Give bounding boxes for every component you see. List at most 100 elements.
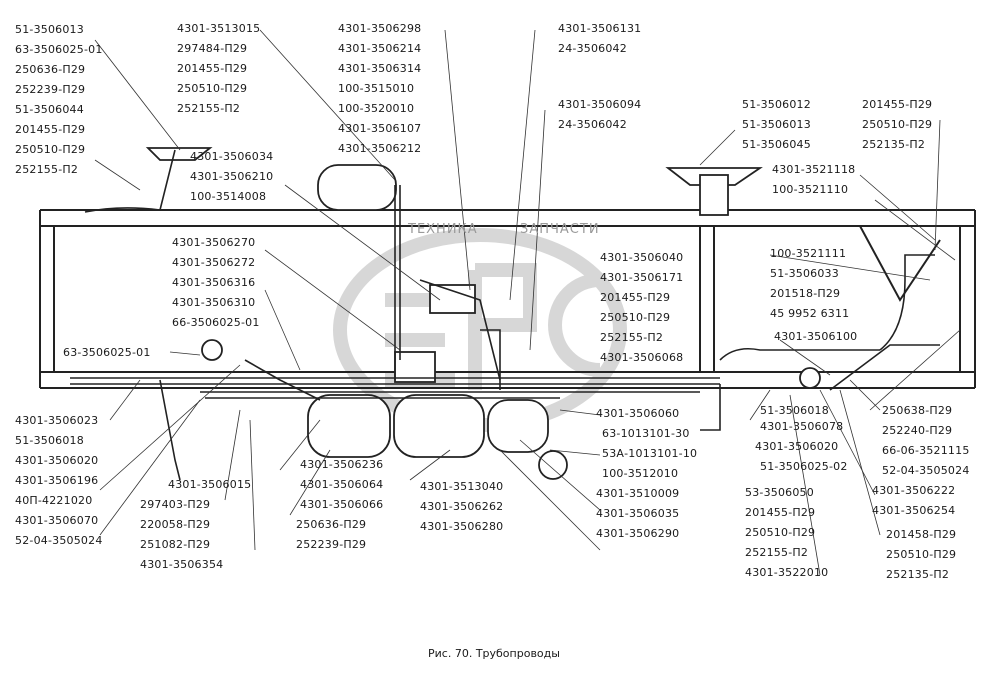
part-label: 51-3506033 <box>770 267 839 280</box>
part-label: 4301-3506023 <box>15 414 99 427</box>
part-label: 252240-П29 <box>882 424 953 437</box>
figure-caption: Рис. 70. Трубопроводы <box>428 647 560 660</box>
part-label: 4301-3506107 <box>338 122 422 135</box>
front-chamber <box>201 339 223 361</box>
part-label: 4301-3506236 <box>300 458 384 471</box>
part-label: 51-3506013 <box>15 23 84 36</box>
part-label: 24-3506042 <box>558 118 627 131</box>
part-label: 24-3506042 <box>558 42 627 55</box>
part-label: 4301-3506068 <box>600 351 684 364</box>
part-label: 201455-П29 <box>862 98 933 111</box>
part-label: 252155-П2 <box>177 102 241 115</box>
part-label: 297403-П29 <box>140 498 211 511</box>
label-group-center-right: 4301-3506040 4301-3506171 201455-П29 250… <box>600 251 683 364</box>
label-group-right-bottom-a: 51-3506018 4301-3506078 4301-3506020 51-… <box>755 404 848 473</box>
label-group-mid-left-upper: 4301-3506034 4301-3506210 100-3514008 <box>190 150 273 203</box>
part-label: 53А-1013101-10 <box>602 447 698 460</box>
air-receiver-2 <box>393 394 485 458</box>
part-label: 201458-П29 <box>886 528 957 541</box>
part-label: 252135-П2 <box>862 138 926 151</box>
part-label: 4301-3506066 <box>300 498 384 511</box>
part-label: 63-3506025-01 <box>15 43 103 56</box>
part-label: 100-3512010 <box>602 467 679 480</box>
part-label: 250510-П29 <box>15 143 86 156</box>
part-label: 4301-3506212 <box>338 142 422 155</box>
part-label: 51-3506012 <box>742 98 811 111</box>
part-label: 201455-П29 <box>745 506 816 519</box>
part-label: 201455-П29 <box>600 291 671 304</box>
part-label: 4301-3506214 <box>338 42 422 55</box>
part-label: 252239-П29 <box>15 83 86 96</box>
part-label: 4301-3513040 <box>420 480 504 493</box>
part-label: 100-3514008 <box>190 190 267 203</box>
part-label: 252155-П2 <box>600 331 664 344</box>
chassis-frame <box>39 209 976 389</box>
part-label: 51-3506018 <box>15 434 84 447</box>
part-label: 4301-3506262 <box>420 500 504 513</box>
label-group-top-center: 4301-3506298 4301-3506214 4301-3506314 1… <box>338 22 421 155</box>
part-label: 4301-3506064 <box>300 478 384 491</box>
part-label: 4301-3506222 <box>872 484 956 497</box>
part-label: 220058-П29 <box>140 518 211 531</box>
part-label: 4301-3506070 <box>15 514 99 527</box>
part-label: 66-3506025-01 <box>172 316 260 329</box>
part-label: 4301-3506040 <box>600 251 684 264</box>
part-label: 250510-П29 <box>886 548 957 561</box>
part-label: 51-3506025-02 <box>760 460 848 473</box>
part-label: 4301-3506310 <box>172 296 256 309</box>
label-group-left-bottom: 4301-3506023 51-3506018 4301-3506020 430… <box>15 414 103 547</box>
label-group-right-bottom-d: 201458-П29 250510-П29 252135-П2 <box>886 528 956 581</box>
label-group-top-mid: 4301-3513015 297484-П29 201455-П29 25051… <box>177 22 260 115</box>
part-label: 250510-П29 <box>862 118 933 131</box>
part-label: 4301-3506100 <box>774 330 858 343</box>
part-label: 4301-3506314 <box>338 62 422 75</box>
components <box>145 147 821 480</box>
watermark-text-right: ЗАПЧАСТИ <box>520 222 600 237</box>
part-label: 4301-3506316 <box>172 276 256 289</box>
part-label: 252155-П2 <box>745 546 809 559</box>
part-label: 4301-3506280 <box>420 520 504 533</box>
part-label: 100-3521110 <box>772 183 849 196</box>
label-group-bottom-mid1: 4301-3506015 297403-П29 220058-П29 25108… <box>140 478 251 571</box>
part-label: 4301-3506015 <box>168 478 252 491</box>
label-group-right-bottom-b: 53-3506050 201455-П29 250510-П29 252155-… <box>745 486 828 579</box>
label-group-center-bottom-right: 4301-3506060 63-1013101-30 53А-1013101-1… <box>596 407 697 540</box>
part-label: 4301-3506354 <box>140 558 224 571</box>
part-label: 4301-3506270 <box>172 236 256 249</box>
part-label: 51-3506044 <box>15 103 84 116</box>
part-label: 45 9952 6311 <box>770 307 850 320</box>
part-label: 4301-3506020 <box>755 440 839 453</box>
label-group-right-mid: 100-3521111 51-3506033 201518-П29 45 995… <box>770 247 849 320</box>
part-label: 252239-П29 <box>296 538 367 551</box>
part-label: 252135-П2 <box>886 568 950 581</box>
part-label: 51-3506045 <box>742 138 811 151</box>
part-label: 201455-П29 <box>15 123 86 136</box>
part-label: 4301-3522010 <box>745 566 829 579</box>
part-label: 51-3506013 <box>742 118 811 131</box>
leader-lines <box>94 29 961 576</box>
part-label: 250636-П29 <box>296 518 367 531</box>
label-group-mid-left: 4301-3506270 4301-3506272 4301-3506316 4… <box>172 236 260 329</box>
part-label: 100-3521111 <box>770 247 847 260</box>
valve-block <box>429 284 476 314</box>
part-label: 4301-3506210 <box>190 170 274 183</box>
label-group-left-top: 51-3506013 63-3506025-01 250636-П29 2522… <box>15 23 103 176</box>
part-label: 4301-3506060 <box>596 407 680 420</box>
brake-valve <box>538 450 568 480</box>
part-label: 4301-3506290 <box>596 527 680 540</box>
part-label: 52-04-3505024 <box>15 534 103 547</box>
pipelines <box>70 149 940 481</box>
part-label: 4301-3506094 <box>558 98 642 111</box>
part-label: 4301-3510009 <box>596 487 680 500</box>
label-group-top-right2: 201455-П29 250510-П29 252135-П2 <box>862 98 932 151</box>
part-label: 4301-3513015 <box>177 22 261 35</box>
part-label: 201518-П29 <box>770 287 841 300</box>
part-label: 250638-П29 <box>882 404 953 417</box>
part-label: 4301-3506020 <box>15 454 99 467</box>
part-label: 4301-3506078 <box>760 420 844 433</box>
part-label: 297484-П29 <box>177 42 248 55</box>
label-group-right-bottom-c: 250638-П29 252240-П29 66-06-3521115 52-0… <box>872 404 970 517</box>
part-label: 51-3506018 <box>760 404 829 417</box>
part-label: 100-3515010 <box>338 82 415 95</box>
part-label: 100-3520010 <box>338 102 415 115</box>
